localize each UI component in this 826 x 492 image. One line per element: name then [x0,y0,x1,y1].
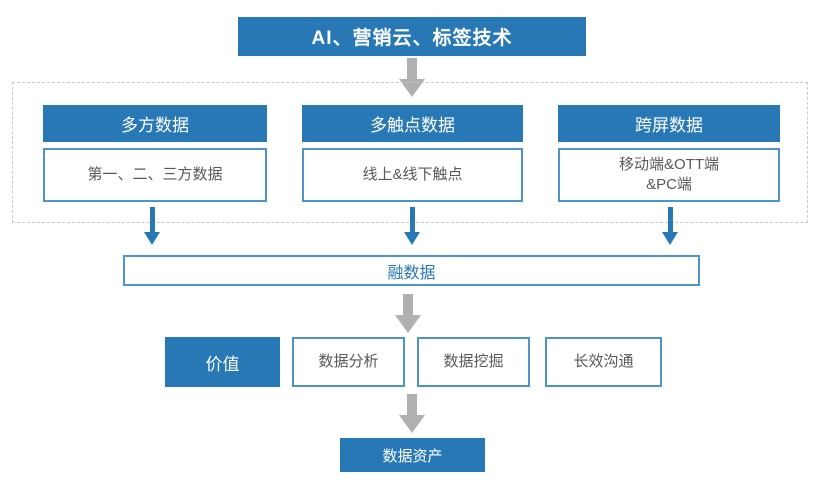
header-multi-touchpoint-data: 多触点数据 [302,105,523,142]
header-label: 多触点数据 [370,116,455,135]
detail-cross-screen-data: 移动端&OTT端 &PC端 [558,148,780,202]
value-item-label: 数据分析 [318,352,379,370]
header-cross-screen-data: 跨屏数据 [558,105,780,142]
down-arrow-blue-left [144,207,160,245]
value-item-data-mining: 数据挖掘 [417,337,530,387]
value-label-box: 价值 [165,337,280,387]
detail-multi-party-data: 第一、二、三方数据 [43,148,267,202]
down-arrow-gray-bottom [399,394,425,433]
down-arrow-gray-middle [395,294,421,333]
down-arrow-gray-top [399,58,425,97]
title-label: AI、营销云、标签技术 [311,28,513,49]
detail-label-line1: 移动端&OTT端 [619,155,719,173]
detail-label: 第一、二、三方数据 [87,165,223,183]
detail-label: 线上&线下触点 [362,165,463,183]
value-item-data-analysis: 数据分析 [292,337,405,387]
fusion-data-label: 融数据 [387,264,436,282]
header-multi-party-data: 多方数据 [43,105,267,142]
data-asset-label: 数据资产 [382,447,443,465]
down-arrow-blue-right [662,207,678,245]
title-box: AI、营销云、标签技术 [238,17,586,56]
data-asset-box: 数据资产 [340,438,485,472]
value-item-label: 长效沟通 [573,352,634,370]
detail-multi-touchpoint-data: 线上&线下触点 [302,148,523,202]
value-label: 价值 [205,354,240,374]
header-label: 跨屏数据 [635,116,703,135]
value-item-label: 数据挖掘 [443,352,504,370]
detail-label-line2: &PC端 [646,176,692,193]
value-item-long-term-communication: 长效沟通 [545,337,662,387]
fusion-data-box: 融数据 [123,255,700,286]
header-label: 多方数据 [121,116,189,135]
down-arrow-blue-center [404,207,420,245]
